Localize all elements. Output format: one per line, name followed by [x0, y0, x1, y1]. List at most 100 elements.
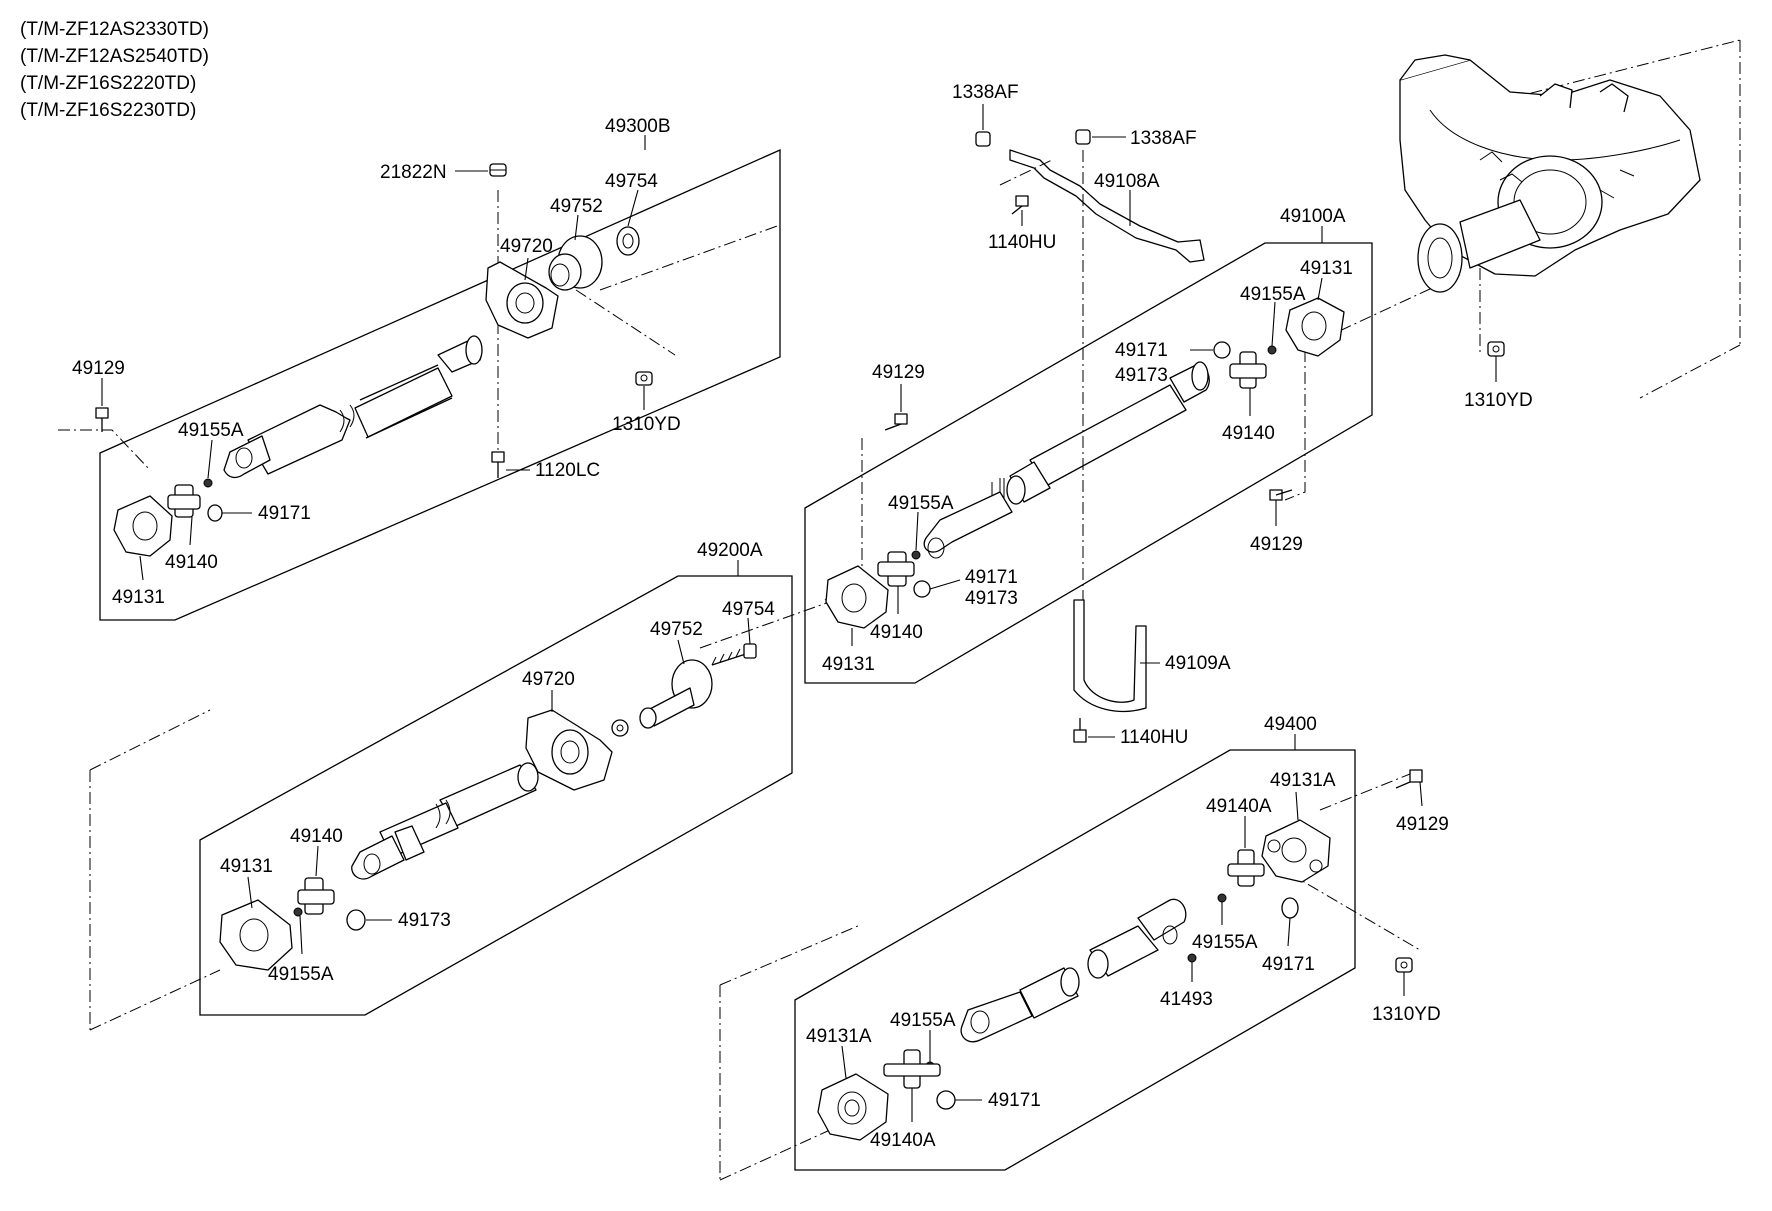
label-49140-mid-left: 49140 — [870, 622, 923, 643]
nut-1310yd-upper — [635, 371, 653, 386]
grease-fitting-49155a-mid-left — [911, 550, 921, 560]
flange-yoke-49131-left — [113, 495, 173, 557]
label-49754: 49754 — [605, 171, 658, 192]
bracket-49108a — [1009, 149, 1205, 263]
label-1310yd-upper: 1310YD — [612, 414, 681, 435]
label-49173-mid-left: 49173 — [965, 588, 1018, 609]
center-bearing-49720 — [485, 261, 559, 339]
label-49131-mid-left: 49131 — [822, 654, 875, 675]
shaft-tube-49200a — [379, 762, 539, 861]
label-49173-lower: 49173 — [398, 910, 451, 931]
u-joint-49140 — [167, 484, 201, 518]
label-1310yd-axle: 1310YD — [1464, 390, 1533, 411]
grease-fitting-49155a-lower-right — [1217, 893, 1227, 903]
bolt-1140hu-upper — [1011, 195, 1029, 215]
group-49400-box — [794, 749, 1356, 1171]
label-49140-left: 49140 — [165, 552, 218, 573]
label-1310yd-lower: 1310YD — [1372, 1004, 1441, 1025]
label-49109a: 49109A — [1165, 653, 1231, 674]
flange-49752-lower — [611, 659, 713, 737]
label-49752-lower: 49752 — [650, 619, 703, 640]
snap-ring-49171 — [207, 504, 223, 522]
group-49200a-box — [199, 575, 793, 1016]
grease-fitting-41493 — [1187, 953, 1197, 963]
label-49754-lower: 49754 — [722, 599, 775, 620]
label-49752: 49752 — [550, 196, 603, 217]
label-49131-right: 49131 — [1300, 258, 1353, 279]
group-49300b: 49300B 21822N 49754 49752 — [58, 116, 781, 621]
group-49300b-box — [99, 148, 781, 621]
shaft-tube-49100a — [991, 361, 1210, 506]
label-49100a: 49100A — [1280, 206, 1346, 227]
flange-yoke-49131-right — [1285, 297, 1345, 357]
flange-yoke-49131a-lower — [817, 1073, 889, 1141]
snap-ring-49171-mid-left — [913, 580, 931, 598]
label-41493: 41493 — [1160, 989, 1213, 1010]
yoke-49200a — [351, 835, 405, 880]
rear-axle-differential: 1310YD — [1399, 39, 1741, 411]
model-line-1: (T/M-ZF12AS2330TD) — [20, 19, 209, 40]
flange-yoke-49131a-upper — [1261, 819, 1331, 883]
u-joint-49140-lower — [297, 877, 335, 915]
label-49171-mid-left: 49171 — [965, 567, 1018, 588]
label-49129-lower-right: 49129 — [1396, 814, 1449, 835]
label-49171-lower-right: 49171 — [1262, 954, 1315, 975]
label-49155a-left: 49155A — [178, 420, 244, 441]
label-49155a-lower: 49155A — [268, 964, 334, 985]
label-49155a-mid-right: 49155A — [1240, 284, 1306, 305]
label-49173-mid-right: 49173 — [1115, 365, 1168, 386]
label-49140a-lower: 49140A — [870, 1130, 936, 1151]
bolt-49129-mid — [884, 413, 908, 431]
label-49140-mid-right: 49140 — [1222, 423, 1275, 444]
label-49140a-upper: 49140A — [1206, 796, 1272, 817]
label-49155a-mid-left: 49155A — [888, 493, 954, 514]
label-49131-left: 49131 — [112, 587, 165, 608]
u-joint-49140-mid-right — [1229, 351, 1267, 389]
label-1140hu-upper: 1140HU — [988, 232, 1056, 253]
bolt-49129-left — [95, 407, 109, 432]
slip-yoke-49100a — [923, 491, 1013, 559]
label-49171-left: 49171 — [258, 503, 311, 524]
label-49108a: 49108A — [1094, 171, 1160, 192]
strap-49109a — [1073, 599, 1147, 713]
nut-1310yd-lower — [1395, 957, 1413, 973]
snap-ring-49171-lower-right — [1281, 897, 1299, 919]
bolt-1120lc — [491, 451, 505, 478]
model-line-2: (T/M-ZF12AS2540TD) — [20, 46, 209, 67]
nut-1310yd-axle — [1487, 341, 1505, 357]
label-49129-mid-right: 49129 — [1250, 534, 1303, 555]
u-joint-49140a-upper — [1227, 849, 1265, 887]
label-1120lc: 1120LC — [535, 460, 600, 481]
label-49131a-lower: 49131A — [806, 1026, 872, 1047]
shaft-tube-49400 — [1019, 898, 1187, 1019]
model-line-4: (T/M-ZF16S2230TD) — [20, 100, 196, 121]
group-49100a-box — [804, 242, 1373, 684]
label-49400: 49400 — [1264, 714, 1317, 735]
bolt-1140hu-lower — [1073, 718, 1087, 743]
nut-1338af-right — [1075, 129, 1091, 145]
label-49131a-upper: 49131A — [1270, 770, 1336, 791]
label-49720-lower: 49720 — [522, 669, 575, 690]
label-49300b: 49300B — [605, 116, 671, 137]
label-49131-lower: 49131 — [220, 856, 273, 877]
label-1338af-left: 1338AF — [952, 82, 1019, 103]
label-49155a-lower-right: 49155A — [1192, 932, 1258, 953]
nut-49754 — [616, 226, 640, 256]
label-49129-left: 49129 — [72, 358, 125, 379]
snap-ring-49171-mid-right — [1213, 341, 1231, 359]
snap-ring-49173 — [346, 909, 366, 931]
bracket-assembly: 1338AF 1338AF 49108A 1140HU 49109A 1140H — [952, 82, 1231, 748]
u-joint-49140a-lower — [883, 1049, 941, 1089]
label-49171-mid-right: 49171 — [1115, 340, 1168, 361]
flange-49752 — [548, 235, 603, 291]
label-49129-mid: 49129 — [872, 362, 925, 383]
grease-fitting-49155a-lower — [293, 907, 303, 917]
nut-21822n — [489, 163, 507, 177]
flange-yoke-49131-lower — [219, 899, 293, 971]
grease-fitting-49155a — [203, 478, 213, 488]
group-49200a: 49200A 49754 49752 49720 — [89, 540, 836, 1031]
shaft-tube-49300b — [247, 335, 483, 475]
snap-ring-49171-bottom — [936, 1090, 956, 1110]
u-joint-49140-mid-left — [877, 551, 915, 587]
